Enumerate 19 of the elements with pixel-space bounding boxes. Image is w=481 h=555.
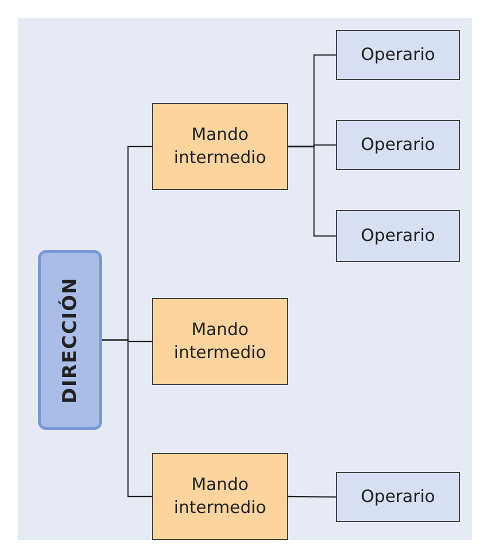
process-box [152,103,288,190]
box-label: Mando intermedio [172,319,268,364]
title-box [38,250,102,430]
process-box [336,30,460,80]
box-label: Operario [360,134,436,156]
process-box [152,453,288,540]
process-box [336,472,460,522]
connector-line [288,496,336,498]
process-box [336,120,460,170]
box-label: Operario [360,224,436,248]
connector-line [102,339,152,498]
box-label: Operario [360,44,436,66]
box-label: Mando intermedio [172,474,268,519]
vertical-title: DIRECCIÓN [58,276,82,404]
box-label: Mando intermedio [172,124,268,169]
process-box [336,210,460,262]
process-box [152,298,288,385]
connector-line [288,146,336,237]
box-label: Operario [360,486,436,508]
